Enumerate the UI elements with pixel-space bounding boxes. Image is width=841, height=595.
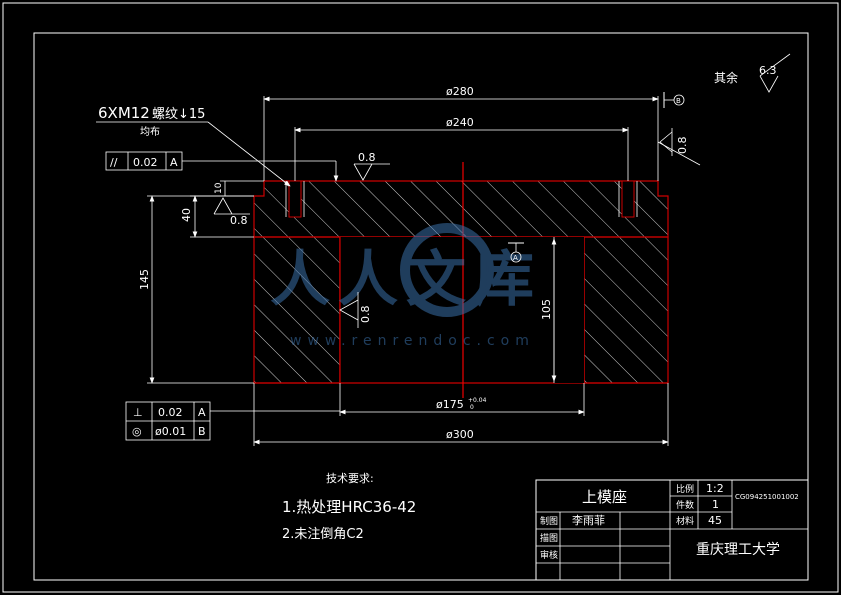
datum-a-label: A — [513, 254, 518, 262]
roughness-right-value: 0.8 — [676, 137, 689, 155]
drawn-label: 制图 — [540, 515, 558, 527]
part-name: 上模座 — [582, 488, 627, 506]
thread-hole-left — [285, 180, 305, 218]
dim-d175-tol2: 0 — [470, 404, 474, 411]
roughness-top: 0.8 — [353, 151, 390, 181]
datum-a-marker: A — [508, 242, 524, 263]
thread-distribution: 均布 — [140, 126, 160, 138]
gdt-bottom-frame: ⊥ 0.02 A ◎ ø0.01 B — [125, 401, 340, 441]
roughness-inner: 0.8 — [339, 292, 372, 328]
dim-d240: ø240 — [294, 116, 629, 181]
roughness-left: 0.8 — [213, 197, 250, 227]
dim-h145-label: 145 — [138, 269, 151, 290]
scale-label: 比例 — [676, 483, 694, 495]
dim-d175: ø175 +0.04 0 — [339, 383, 585, 416]
watermark-logo-icon — [400, 223, 494, 317]
gdt-perp-datum: A — [198, 406, 206, 419]
roughness-other-value: 6.3 — [759, 64, 777, 77]
dim-d175-tol: +0.04 — [468, 397, 487, 404]
thread-hole-right — [618, 180, 638, 218]
scale-value: 1:2 — [706, 482, 724, 495]
dim-h40: 40 — [180, 195, 254, 238]
dim-h105-label: 105 — [540, 299, 553, 320]
drawing-number: CG094251001002 — [735, 493, 799, 501]
gdt-perp-value: 0.02 — [158, 406, 183, 419]
qty-value: 1 — [712, 498, 719, 511]
roughness-left-value: 0.8 — [230, 214, 248, 227]
datum-b-marker: B — [663, 92, 685, 108]
dim-h105: 105 — [540, 238, 557, 382]
thread-suffix: 螺纹↓15 — [152, 107, 205, 122]
material-value: 45 — [708, 514, 722, 527]
title-block: 上模座 比例 1:2 件数 1 材料 45 CG094251001002 制图 … — [535, 479, 809, 581]
watermark: 人人文库 www.renrendoc.com — [270, 223, 542, 349]
inner-border — [33, 32, 809, 581]
dim-d300-label: ø300 — [446, 428, 474, 441]
gdt-parallel-value: 0.02 — [133, 156, 158, 169]
gdt-conc-symbol: ◎ — [132, 425, 142, 438]
watermark-text: 人人文库 — [270, 245, 542, 315]
dim-d240-label: ø240 — [446, 116, 474, 129]
tech-requirements: 技术要求: 1.热处理HRC36-42 2.未注倒角C2 — [282, 472, 416, 542]
dim-h10: 10 — [214, 180, 264, 196]
thread-note: 6XM12 螺纹↓15 均布 — [96, 104, 291, 187]
tech-item-2: 2.未注倒角C2 — [282, 527, 364, 542]
gdt-conc-datum: B — [198, 425, 206, 438]
checked-label: 审核 — [540, 549, 558, 561]
gdt-conc-value: ø0.01 — [155, 425, 186, 438]
qty-label: 件数 — [676, 499, 694, 511]
watermark-url: www.renrendoc.com — [290, 333, 535, 349]
dim-d280: ø280 — [263, 85, 659, 181]
dim-d175-label: ø175 — [436, 398, 464, 411]
roughness-other-label: 其余 — [714, 70, 738, 85]
gdt-parallel-symbol: // — [110, 156, 118, 169]
material-label: 材料 — [676, 515, 694, 527]
gdt-parallel-frame: // 0.02 A — [105, 151, 339, 182]
roughness-other: 其余 6.3 — [714, 53, 791, 93]
dim-h40-label: 40 — [180, 208, 193, 222]
gdt-perp-symbol: ⊥ — [133, 406, 143, 419]
traced-label: 描图 — [540, 532, 558, 544]
drawn-name: 李雨菲 — [572, 513, 605, 527]
school-name: 重庆理工大学 — [696, 542, 780, 558]
datum-b-label: B — [676, 97, 681, 105]
dim-d280-label: ø280 — [446, 85, 474, 98]
dim-d300: ø300 — [253, 383, 669, 446]
dim-h10-label: 10 — [214, 182, 224, 194]
roughness-inner-value: 0.8 — [359, 306, 372, 324]
tech-item-1: 1.热处理HRC36-42 — [282, 498, 416, 516]
gdt-parallel-datum: A — [170, 156, 178, 169]
roughness-right: 0.8 — [657, 128, 701, 166]
roughness-top-value: 0.8 — [358, 151, 376, 164]
thread-spec: 6XM12 — [98, 104, 150, 122]
tech-title: 技术要求: — [326, 472, 374, 485]
